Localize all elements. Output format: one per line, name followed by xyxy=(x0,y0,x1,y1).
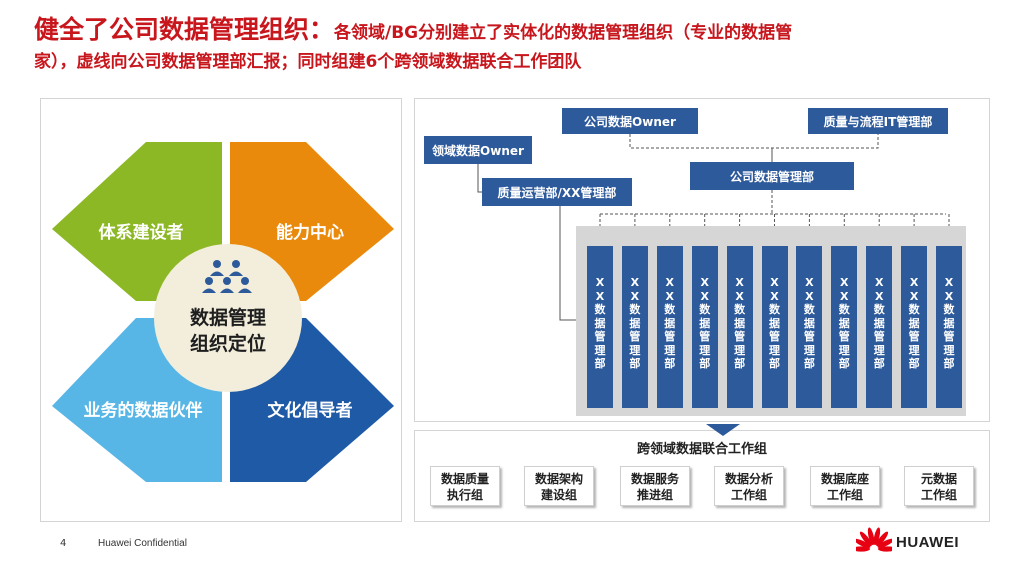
company-data-owner-box: 公司数据Owner xyxy=(562,108,698,134)
center-line1: 数据管理 xyxy=(189,307,266,329)
page-title: 健全了公司数据管理组织：各领域/BG分别建立了实体化的数据管理组织（专业的数据管… xyxy=(34,14,994,75)
working-group-box: 数据质量执行组 xyxy=(430,466,500,506)
working-group-line2: 工作组 xyxy=(920,488,957,502)
title-main: 健全了公司数据管理组织： xyxy=(34,15,335,44)
brand-name: HUAWEI xyxy=(896,534,959,551)
center-circle xyxy=(154,244,302,392)
working-group-panel xyxy=(414,430,990,522)
quality-ops-box: 质量运营部/XX管理部 xyxy=(482,178,632,206)
page-number: 4 xyxy=(60,538,67,549)
title-sub: 各领域/BG分别建立了实体化的数据管理组织（专业的数据管 xyxy=(334,23,793,43)
company-data-owner-label: 公司数据Owner xyxy=(584,114,676,129)
working-group-line1: 数据分析 xyxy=(724,472,773,486)
working-group-line1: 元数据 xyxy=(920,472,957,486)
center-line2: 组织定位 xyxy=(189,333,266,355)
working-group-line2: 执行组 xyxy=(446,488,483,502)
working-group-line1: 数据服务 xyxy=(630,472,679,486)
petal-label-system-builder: 体系建设者 xyxy=(98,223,184,243)
working-group-line1: 数据质量 xyxy=(440,472,489,486)
working-group-line2: 工作组 xyxy=(730,488,767,502)
working-group-box: 数据服务推进组 xyxy=(620,466,690,506)
working-group-line1: 数据架构 xyxy=(534,472,583,486)
working-group-box: 元数据工作组 xyxy=(904,466,974,506)
huawei-logo-icon xyxy=(856,527,892,552)
quality-ops-label: 质量运营部/XX管理部 xyxy=(497,185,617,200)
company-data-dept-label: 公司数据管理部 xyxy=(729,169,814,184)
working-group-line1: 数据底座 xyxy=(820,472,869,486)
petal-label-business-partner: 业务的数据伙伴 xyxy=(83,401,203,421)
working-group-box: 数据架构建设组 xyxy=(524,466,594,506)
down-arrow-icon xyxy=(706,424,740,436)
working-group-line2: 建设组 xyxy=(540,488,577,502)
petal-label-culture-advocate: 文化倡导者 xyxy=(267,401,353,421)
company-data-dept-box: 公司数据管理部 xyxy=(690,162,854,190)
working-group-title: 跨领域数据联合工作组 xyxy=(636,442,767,457)
petal-label-capability-center: 能力中心 xyxy=(276,223,344,243)
title-line2: 家），虚线向公司数据管理部汇报；同时组建6个跨领域数据联合工作团队 xyxy=(34,52,582,72)
working-group-box: 数据底座工作组 xyxy=(810,466,880,506)
working-group-line2: 工作组 xyxy=(826,488,863,502)
confidential-label: Huawei Confidential xyxy=(98,538,187,549)
center-text: 数据管理 组织定位 xyxy=(154,305,302,357)
working-group-box: 数据分析工作组 xyxy=(714,466,784,506)
working-group-line2: 推进组 xyxy=(636,488,673,502)
domain-data-owner-box: 领域数据Owner xyxy=(424,136,532,164)
quality-it-label: 质量与流程IT管理部 xyxy=(823,114,933,129)
quality-it-box: 质量与流程IT管理部 xyxy=(808,108,948,134)
domain-data-owner-label: 领域数据Owner xyxy=(432,143,524,158)
people-group-icon xyxy=(202,260,252,293)
